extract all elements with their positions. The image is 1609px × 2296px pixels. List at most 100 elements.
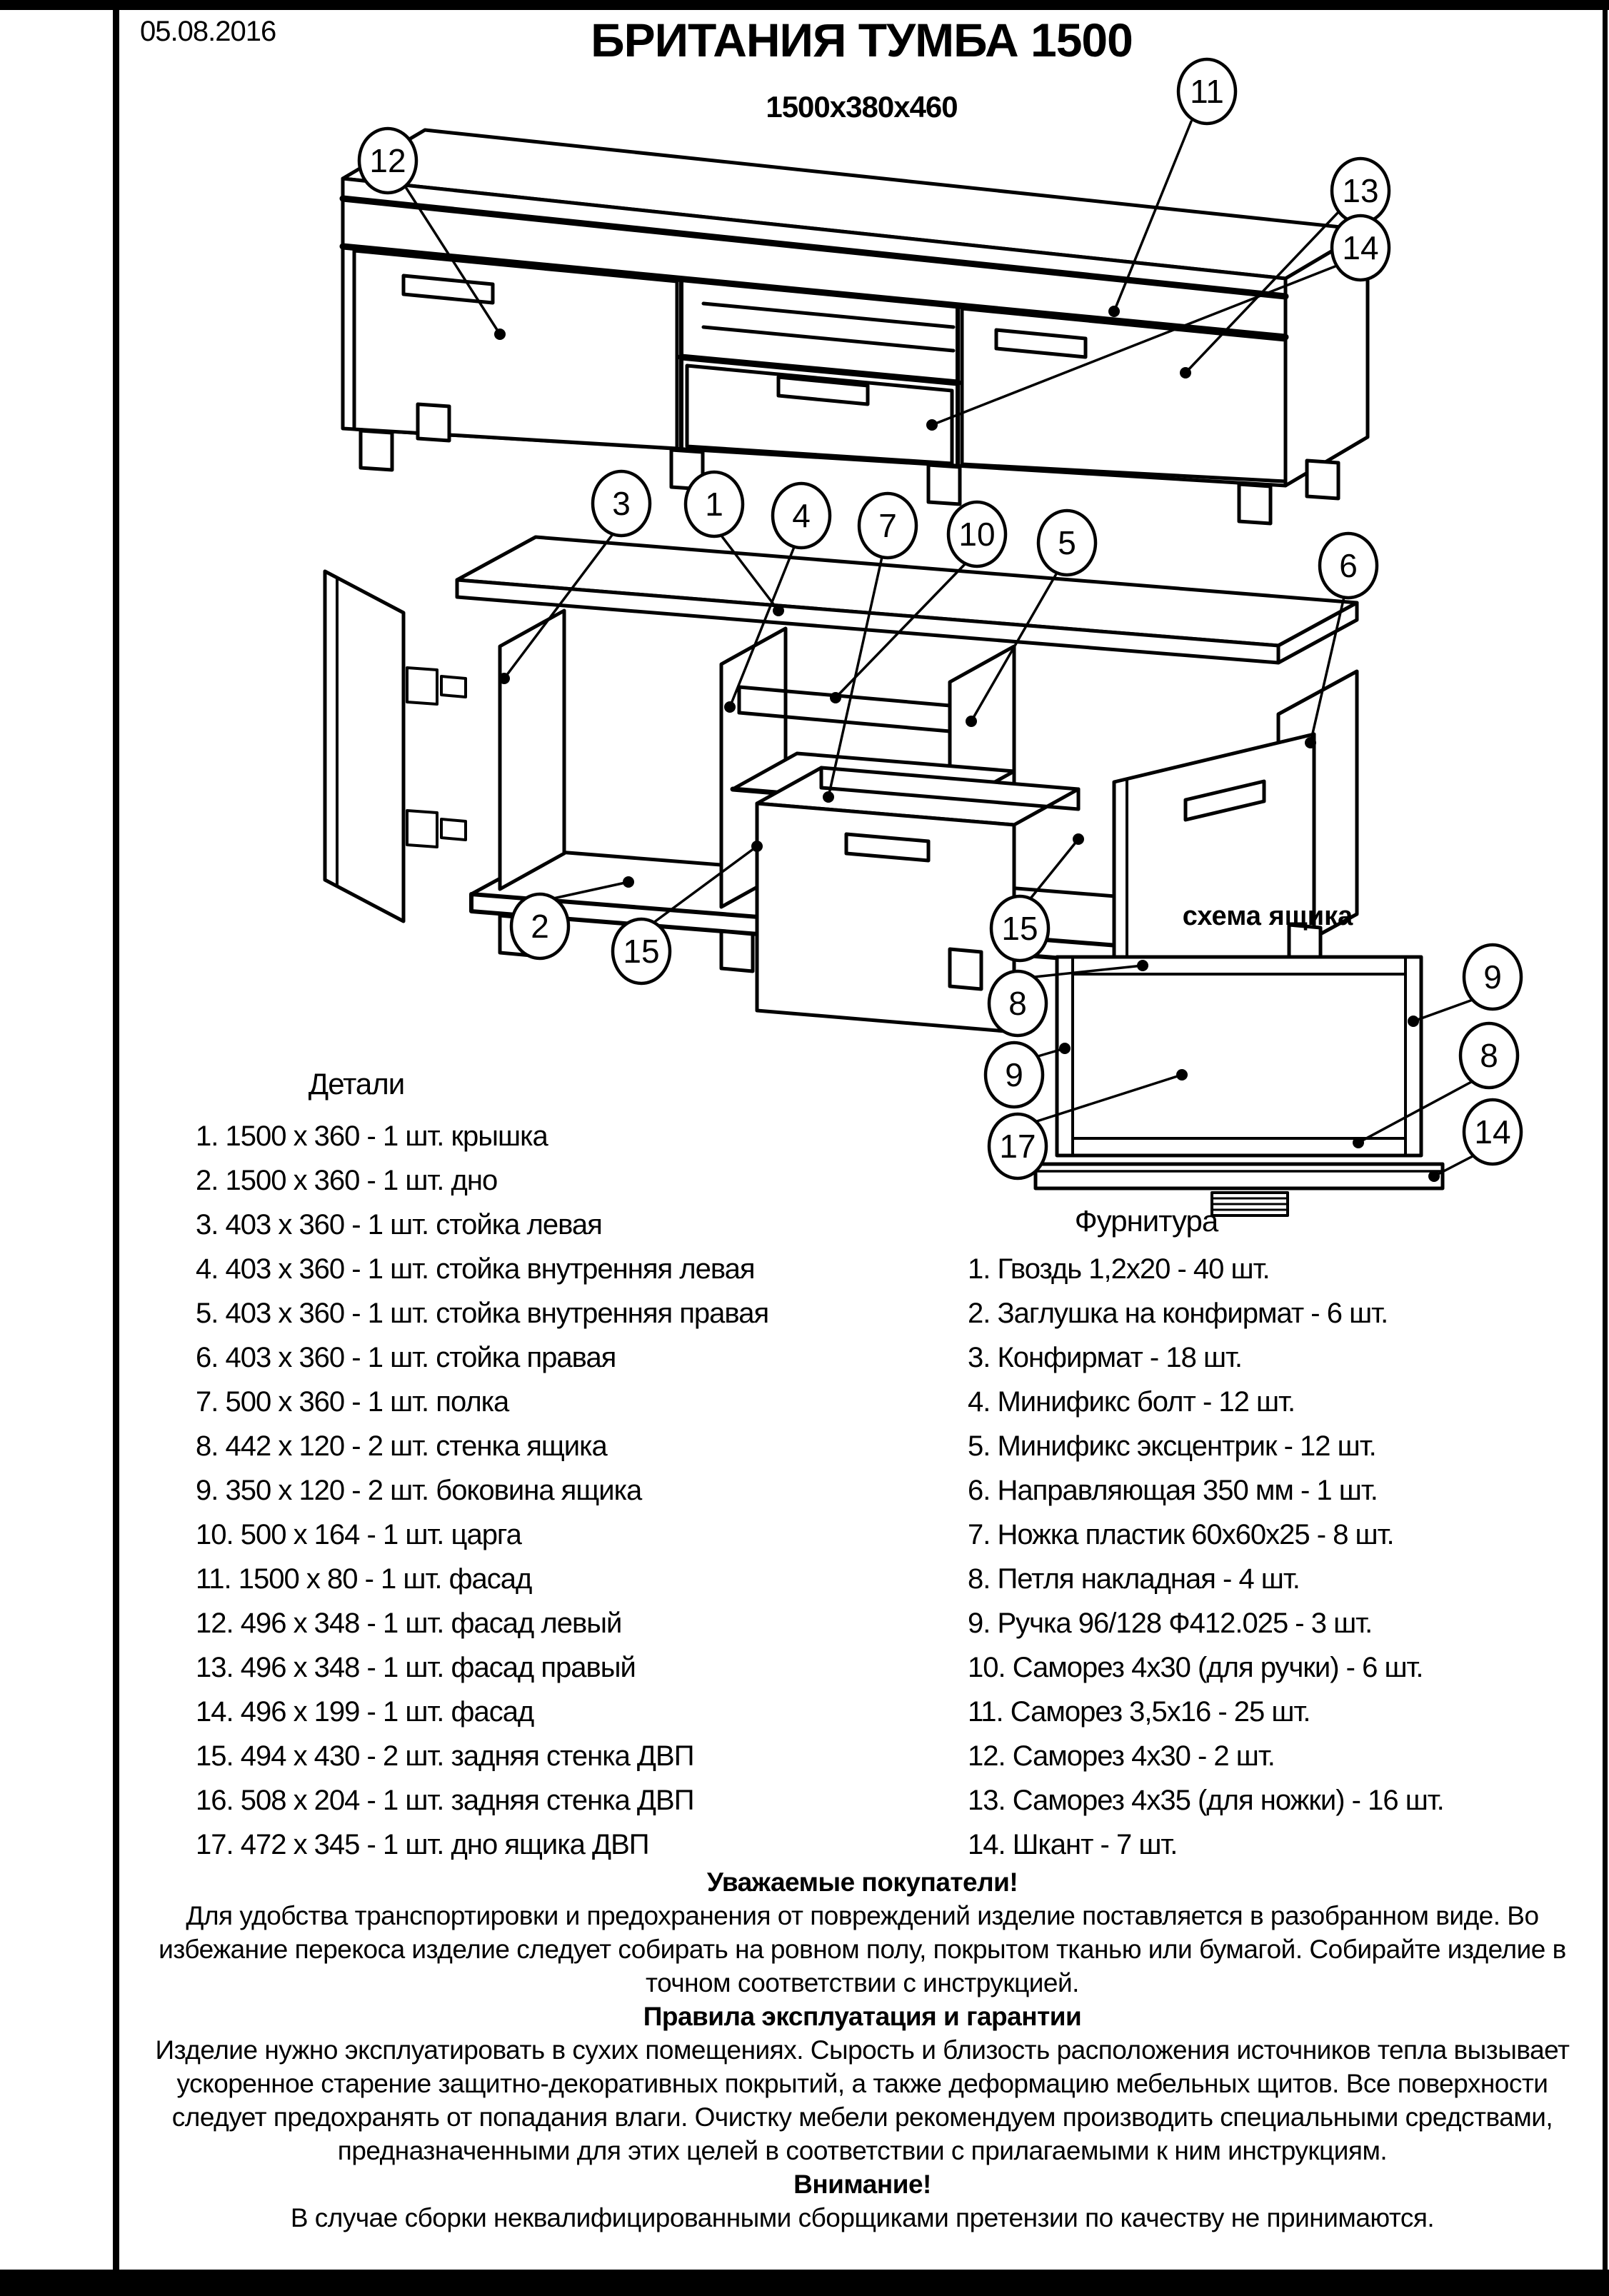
right-door-handle: [1183, 779, 1266, 822]
product-dimensions: 1500х380х460: [766, 90, 958, 124]
svg-text:17: 17: [999, 1128, 1036, 1165]
callout-17: 17: [987, 1112, 1048, 1180]
list-item: 16. 508 х 204 - 1 шт. задняя стенка ДВП: [196, 1785, 694, 1816]
list-item: 1. 1500 х 360 - 1 шт. крышка: [196, 1121, 548, 1152]
list-item: 15. 494 х 430 - 2 шт. задняя стенка ДВП: [196, 1740, 694, 1772]
drawer-front: [685, 364, 954, 466]
customers-title: Уважаемые покупатели!: [706, 1868, 1018, 1897]
svg-text:12: 12: [369, 142, 406, 179]
rules-title: Правила эксплуатация и гарантии: [643, 2002, 1082, 2031]
niche-shelf-edge: [678, 354, 961, 386]
callout-15-left: 15: [611, 917, 672, 986]
svg-text:13: 13: [1342, 172, 1378, 209]
list-item: 3. Конфирмат - 18 шт.: [968, 1342, 1243, 1373]
callout-9-topright: 9: [1462, 943, 1523, 1011]
list-item: 8. Петля накладная - 4 шт.: [968, 1563, 1300, 1595]
svg-text:9: 9: [1483, 958, 1502, 996]
svg-text:5: 5: [1058, 524, 1076, 561]
attention-text: В случае сборки неквалифицированными сбо…: [290, 2203, 1435, 2232]
callout-13: 13: [1330, 156, 1391, 225]
list-item: 12. Саморез 4х30 - 2 шт.: [968, 1740, 1275, 1772]
list-item: 4. 403 х 360 - 1 шт. стойка внутренняя л…: [196, 1253, 756, 1285]
left-door: [352, 249, 679, 451]
callout-12: 12: [357, 126, 418, 195]
list-item: 6. 403 х 360 - 1 шт. стойка правая: [196, 1342, 616, 1373]
hardware-list: 1. Гвоздь 1,2х20 - 40 шт. 2. Заглушка на …: [968, 1247, 1609, 1867]
list-item: 4. Минификс болт - 12 шт.: [968, 1386, 1295, 1418]
callout-5: 5: [1036, 508, 1098, 577]
callout-9-left: 9: [983, 1041, 1045, 1109]
leader-lines: [404, 120, 1340, 431]
left-door-handle: [401, 274, 495, 305]
list-item: 17. 472 х 345 - 1 шт. дно ящика ДВП: [196, 1829, 650, 1860]
hinge-bottom: [406, 809, 467, 848]
svg-text:6: 6: [1339, 547, 1358, 584]
assembled-view-drawing: 11 12 13 14: [339, 57, 1391, 526]
svg-text:3: 3: [612, 485, 631, 522]
list-item: 10. 500 х 164 - 1 шт. царга: [196, 1519, 522, 1550]
top-panel-exploded: [455, 535, 1359, 665]
hinge-top: [406, 666, 467, 706]
callout-15-right: 15: [989, 894, 1051, 963]
callout-6: 6: [1318, 531, 1379, 600]
list-item: 13. 496 х 348 - 1 шт. фасад правый: [196, 1652, 636, 1683]
svg-text:11: 11: [1190, 73, 1224, 110]
drawer-facade-strip: [1033, 1162, 1445, 1190]
frame-left-border: [113, 0, 119, 2296]
callout-10: 10: [946, 500, 1008, 568]
list-item: 2. Заглушка на конфирмат - 6 шт.: [968, 1298, 1388, 1329]
svg-text:2: 2: [531, 908, 549, 945]
list-item: 6. Направляющая 350 мм - 1 шт.: [968, 1475, 1378, 1506]
drawer-box: [1055, 955, 1423, 1158]
page-title: БРИТАНИЯ ТУМБА 1500: [591, 14, 1133, 66]
list-item: 9. Ручка 96/128 Ф412.025 - 3 шт.: [968, 1608, 1373, 1639]
right-door-handle: [994, 328, 1088, 359]
open-left-door: [323, 569, 467, 923]
drawer-scheme-drawing: 8 9 9 17 8 14: [983, 943, 1523, 1217]
list-item: 8. 442 х 120 - 2 шт. стенка ящика: [196, 1430, 608, 1462]
callout-2: 2: [509, 892, 571, 961]
list-item: 14. Шкант - 7 шт.: [968, 1829, 1178, 1860]
list-item: 5. 403 х 360 - 1 шт. стойка внутренняя п…: [196, 1298, 769, 1329]
list-item: 3. 403 х 360 - 1 шт. стойка левая: [196, 1209, 603, 1240]
customers-text: Для удобства транспортировки и предохран…: [159, 1901, 1566, 1997]
list-item: 13. Саморез 4х35 (для ножки) - 16 шт.: [968, 1785, 1445, 1816]
feet: [359, 402, 1340, 526]
drawer-scheme-title: схема ящика: [1182, 901, 1353, 931]
callout-7: 7: [857, 491, 918, 560]
callout-14: 14: [1330, 214, 1391, 282]
fascia-strip: [339, 243, 1289, 341]
svg-text:8: 8: [1008, 985, 1027, 1022]
drawer-handle: [776, 375, 870, 406]
svg-text:15: 15: [623, 933, 659, 970]
callout-14-bottomright: 14: [1462, 1098, 1523, 1166]
svg-text:4: 4: [792, 497, 811, 534]
customer-notes: Уважаемые покупатели! Для удобства транс…: [132, 1865, 1593, 2235]
frame-top-border: [0, 0, 1609, 10]
svg-text:7: 7: [878, 507, 897, 544]
svg-text:1: 1: [705, 486, 723, 523]
svg-text:10: 10: [958, 516, 995, 553]
frame-right-border: [1603, 0, 1608, 2296]
list-item: 14. 496 х 199 - 1 шт. фасад: [196, 1696, 534, 1728]
list-item: 12. 496 х 348 - 1 шт. фасад левый: [196, 1608, 622, 1639]
list-item: 7. 500 х 360 - 1 шт. полка: [196, 1386, 509, 1418]
callout-1: 1: [683, 470, 745, 538]
leader-lines: [1033, 960, 1475, 1182]
svg-text:14: 14: [1474, 1113, 1510, 1150]
svg-text:9: 9: [1005, 1056, 1023, 1093]
document-date: 05.08.2016: [140, 16, 276, 47]
callout-8-topleft: 8: [987, 969, 1048, 1038]
list-item: 10. Саморез 4х30 (для ручки) - 6 шт.: [968, 1652, 1424, 1683]
callout-3: 3: [591, 469, 652, 538]
rules-text: Изделие нужно эксплуатировать в сухих по…: [155, 2035, 1570, 2165]
svg-text:15: 15: [1001, 910, 1038, 947]
list-item: 5. Минификс эксцентрик - 12 шт.: [968, 1430, 1377, 1462]
stand-left: [498, 608, 566, 891]
list-item: 1. Гвоздь 1,2х20 - 40 шт.: [968, 1253, 1270, 1285]
svg-text:8: 8: [1480, 1037, 1498, 1074]
attention-title: Внимание!: [793, 2170, 931, 2199]
